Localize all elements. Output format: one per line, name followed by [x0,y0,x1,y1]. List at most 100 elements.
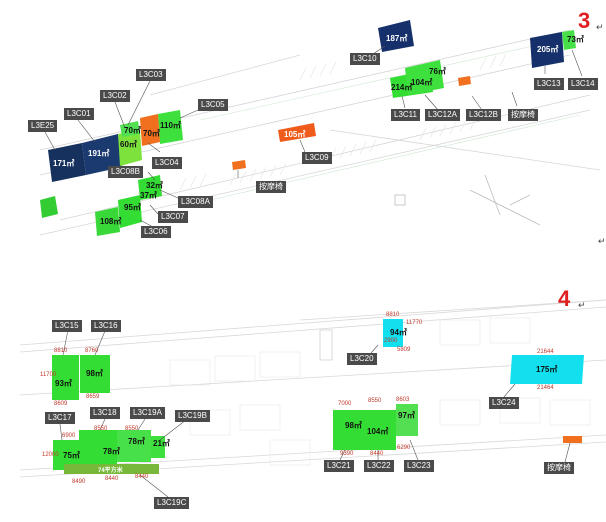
shop-l3c12a-block [405,60,444,95]
shop-l3c22-block [363,410,396,450]
shop-l3c09-block [278,123,316,142]
area-70a: 70㎡ [124,126,141,135]
area-94: 94㎡ [390,328,407,337]
area-108: 108㎡ [100,217,122,226]
label-l3c12a: L3C12A [425,109,460,121]
shop-l3c05-block [158,110,183,144]
label-l3c08b: L3C08B [108,166,143,178]
dim-label: 11770 [406,320,423,326]
dim-label: 8810 [54,348,68,354]
section-number-3: 3 [578,8,591,33]
label-l3c23: L3C23 [404,460,434,472]
label-l3c14: L3C14 [568,78,598,90]
label-l3c24: L3C24 [489,397,519,409]
area-214: 214㎡ [391,83,413,92]
dim-label: 8440 [135,474,149,480]
area-110: 110㎡ [160,121,181,130]
label-l3c05: L3C05 [198,99,228,111]
dim-label: 8440 [105,476,119,482]
shop-l3c16-block [80,355,110,393]
dim-label: 8760 [85,348,99,354]
area-98b: 98㎡ [345,421,362,430]
label-l3c16: L3C16 [91,320,121,332]
label-l3c12b: L3C12B [466,109,501,121]
label-l3c15: L3C15 [52,320,82,332]
area-104b: 104㎡ [367,427,389,436]
label-l3c19a: L3C19A [130,407,165,419]
label-l3c21: L3C21 [324,460,354,472]
area-21: 21㎡ [153,439,170,448]
label-l3c09: L3C09 [302,152,332,164]
label-massage-chair: 按摩椅 [256,181,286,193]
shop-l3c21-block [333,410,363,450]
shop-l3c19c-block [64,464,159,474]
area-104: 104㎡ [411,78,433,87]
area-73: 73㎡ [567,35,584,44]
label-l3c20: L3C20 [347,353,377,365]
dim-label: 8609 [54,401,68,407]
label-l3c19b: L3C19B [175,410,210,422]
label-l3c17: L3C17 [45,412,75,424]
area-97: 97㎡ [398,411,415,420]
dim-label: 9390 [340,451,354,457]
shop-l3c19a-block [117,430,151,462]
label-l3e25: L3E25 [28,120,58,132]
dim-label: 6290 [397,445,411,451]
airplane-icon [469,174,541,226]
area-74: 74平方米 [98,468,123,474]
area-78b: 78㎡ [128,437,145,446]
area-105: 105㎡ [284,130,306,139]
dim-label: 7000 [338,401,352,407]
dim-label: 8550 [368,398,382,404]
dim-label: 8550 [94,426,108,432]
paragraph-mark: ↵ [598,236,606,246]
paragraph-mark: ↵ [596,22,604,32]
label-l3c01: L3C01 [64,108,94,120]
area-75: 75㎡ [63,451,80,460]
area-70b: 70㎡ [143,129,160,138]
massage-chair-block-2 [458,76,471,86]
label-l3c22: L3C22 [364,460,394,472]
shop-l3c13-block [530,32,564,68]
area-171: 171㎡ [53,159,75,168]
label-l3c03: L3C03 [136,69,166,81]
dim-label: 2900 [384,338,398,344]
area-60: 60㎡ [120,140,137,149]
label-l3c08a: L3C08A [178,196,213,208]
dim-label: 8603 [396,397,410,403]
area-98a: 98㎡ [86,369,103,378]
area-37: 37㎡ [140,191,157,200]
label-massage-chair-3: 按摩椅 [544,462,574,474]
label-l3c10: L3C10 [350,53,380,65]
area-187: 187㎡ [386,34,408,43]
label-l3c13: L3C13 [534,78,564,90]
area-191: 191㎡ [88,149,110,158]
label-l3c06: L3C06 [141,226,171,238]
shop-l3c14-block [562,30,576,50]
dim-label: 8810 [386,312,400,318]
shop-l3e25-block [48,143,86,182]
shop-l3c19b-block [151,436,165,458]
massage-chair-block-3 [563,436,582,443]
area-175: 175㎡ [536,365,558,374]
massage-chair-block [232,160,246,170]
shop-l3c23-block [396,404,418,436]
area-76: 76㎡ [429,67,446,76]
dim-label: 21644 [537,349,554,355]
dim-label: 11700 [40,372,57,378]
dim-label: 8440 [370,451,384,457]
shop-l3c02-block [118,130,142,166]
shop-l3c04-block [140,114,160,146]
shop-l3c10-block [378,20,414,52]
area-93: 93㎡ [55,379,72,388]
dim-label: 12000 [42,452,59,458]
dim-label: 6900 [62,433,76,439]
label-l3c02: L3C02 [100,90,130,102]
shop-l3c15-block [52,355,79,400]
dim-label: 8490 [72,479,86,485]
shop-l3c20-block [383,319,403,347]
label-l3c19c: L3C19C [154,497,190,509]
area-205: 205㎡ [537,45,559,54]
area-32: 32㎡ [146,181,163,190]
label-l3c07: L3C07 [158,211,188,223]
